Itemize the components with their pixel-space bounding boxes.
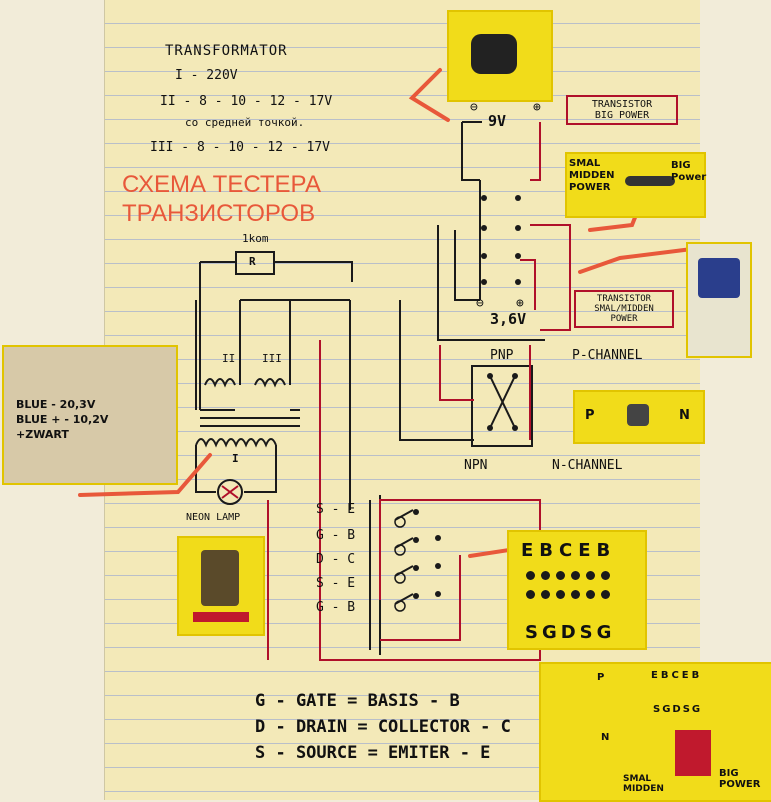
pin-label: D - C (316, 552, 356, 567)
neon-lamp-photo-shape (201, 550, 239, 606)
photo-tester-panel: EBCEB SGDSG P N SMAL MIDDEN BIG POWER (539, 662, 771, 802)
neon-label: NEON LAMP (186, 512, 241, 523)
wires-black (195, 121, 545, 655)
legend: G - GATE = BASIS - B D - DRAIN = COLLECT… (255, 688, 511, 766)
npn-label: NPN (464, 458, 488, 473)
panel-top-label: EBCEB (651, 670, 703, 681)
switch-left-label: SMAL MIDDEN POWER (569, 158, 615, 193)
transformer-line2: II - 8 - 10 - 12 - 17V (160, 94, 333, 109)
n-channel-label: N-CHANNEL (552, 458, 623, 473)
photo-neon-lamp (177, 536, 265, 636)
wires-red (267, 122, 571, 661)
transformer-line1: I - 220V (175, 68, 238, 83)
box-small-power: TRANSISTOR SMAL/MIDDEN POWER (574, 290, 674, 328)
panel-p-label: P (597, 672, 605, 683)
panel-smal-label: SMAL MIDDEN (623, 774, 664, 794)
socket-top-label: EBCEB (521, 540, 617, 561)
transformer-line3: III - 8 - 10 - 12 - 17V (150, 140, 331, 155)
transformer-photo-l2: BLUE + - 10,2V (16, 413, 109, 426)
box-small-line1: TRANSISTOR (596, 294, 652, 304)
switch-slider-icon (625, 176, 675, 186)
battery-top-plus: ⊕ (533, 100, 541, 115)
pin-label: G - B (316, 600, 356, 615)
pin-label: G - B (316, 528, 356, 543)
panel-n-label: N (601, 732, 610, 743)
winding-i-label: I (232, 452, 239, 465)
transformer-line2b: со средней точкой. (185, 116, 305, 129)
photo-transistor-socket: EBCEB SGDSG (507, 530, 647, 650)
resistor-label: R (249, 255, 256, 268)
box-small-line2: SMAL/MIDDEN (594, 304, 654, 314)
pn-switch-knob-icon (627, 404, 649, 426)
transformer-photo-labels: BLUE - 20,3V BLUE + - 10,2V +ZWART (16, 397, 108, 442)
p-channel-label: P-CHANNEL (572, 348, 643, 363)
socket-bottom-label: SGDSG (525, 622, 616, 643)
battery-clip-shape (471, 34, 517, 74)
battery-bottom-voltage: 3,6V (490, 310, 527, 328)
battery-bottom-minus: ⊖ (476, 296, 484, 311)
photo-battery-clip (447, 10, 553, 102)
box-big-line1: TRANSISTOR (591, 99, 653, 110)
transformer-heading: TRANSFORMATOR (165, 43, 288, 59)
socket-holes (523, 568, 631, 606)
title-line-2: ТРАНЗИСТОРОВ (122, 200, 316, 227)
panel-lamp-window (675, 730, 711, 776)
photo-power-switch: SMAL MIDDEN POWER BIG Power (565, 152, 706, 218)
photo-battery-pack (686, 242, 752, 358)
pin-switch-circles (394, 516, 406, 612)
resistor-body (235, 251, 275, 275)
pin-label: S - E (316, 502, 356, 517)
legend-source: S - SOURCE = EMITER - E (255, 743, 491, 763)
legend-gate: G - GATE = BASIS - B (255, 691, 460, 711)
switch-right-label: BIG Power (671, 160, 707, 183)
pin-label: S - E (316, 576, 356, 591)
terminal-dots (413, 195, 521, 599)
battery-bottom-plus: ⊕ (516, 296, 524, 311)
transformer-photo-l3: +ZWART (16, 428, 69, 441)
pn-switch-n: N (679, 408, 690, 423)
panel-mid-label: SGDSG (653, 704, 703, 715)
photo-transformer: BLUE - 20,3V BLUE + - 10,2V +ZWART (2, 345, 178, 485)
legend-drain: D - DRAIN = COLLECTOR - C (255, 717, 511, 737)
neon-lamp-symbol (217, 479, 243, 505)
winding-ii-label: II (222, 352, 236, 365)
battery-top-minus: ⊖ (470, 100, 478, 115)
photo-pn-switch: P N (573, 390, 705, 444)
box-big-power: TRANSISTOR BIG POWER (566, 95, 678, 125)
transformer-photo-l1: BLUE - 20,3V (16, 398, 96, 411)
panel-big-label: BIG POWER (719, 768, 761, 790)
pn-switch-p: P (585, 408, 595, 423)
resistor-value: 1kom (242, 232, 269, 245)
box-big-line2: BIG POWER (594, 110, 650, 121)
battery-pack-shape (698, 258, 740, 298)
neon-lamp-bar (193, 612, 249, 622)
pnp-label: PNP (490, 348, 514, 363)
diagram-title: СХЕМА ТЕСТЕРА ТРАНЗИСТОРОВ (122, 170, 321, 228)
box-small-line3: POWER (610, 314, 638, 324)
title-line-1: СХЕМА ТЕСТЕРА (122, 171, 321, 198)
winding-iii-label: III (262, 352, 282, 365)
battery-top-voltage: 9V (488, 112, 507, 130)
